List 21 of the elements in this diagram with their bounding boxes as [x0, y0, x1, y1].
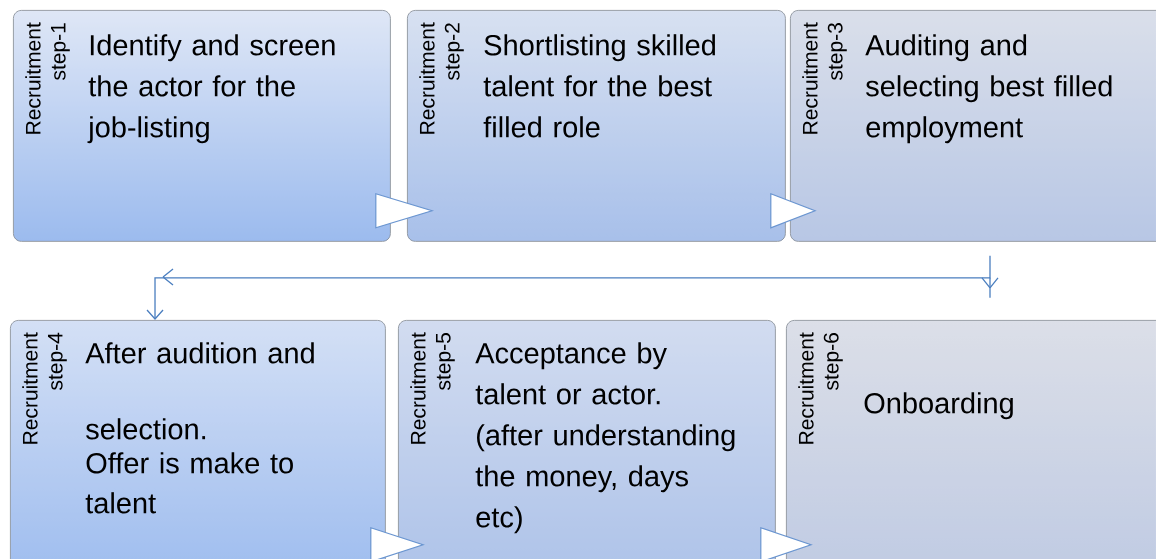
process-box [786, 320, 1156, 559]
step-text: Identify and screen the actor for the job-listing [87, 34, 335, 144]
arrow [146, 255, 999, 320]
step-text: Shortlisting skilled talent for the best filled role [483, 34, 715, 138]
step-label: Recruitment step-3 [802, 22, 847, 134]
step-label: Recruitment step-2 [419, 22, 464, 134]
step-text: Acceptance by talent or actor. (after understanding the money, days etc) [475, 342, 735, 534]
arrow [375, 193, 435, 229]
step-label: Recruitment step-6 [798, 332, 843, 444]
step-text: Auditing and selecting best filled employment [865, 34, 1112, 144]
process-box [10, 320, 386, 559]
step-label: Recruitment step-4 [22, 332, 67, 444]
step-text: Onboarding [864, 392, 1013, 420]
step-text: After audition and selection. [85, 342, 314, 440]
process-box [398, 320, 776, 559]
step-text: Offer is make to talent [85, 452, 293, 514]
process-box [790, 10, 1156, 242]
step-label: Recruitment step-1 [25, 22, 70, 134]
process-box [407, 10, 786, 242]
process-box [13, 10, 391, 242]
step-label: Recruitment step-5 [410, 332, 455, 444]
